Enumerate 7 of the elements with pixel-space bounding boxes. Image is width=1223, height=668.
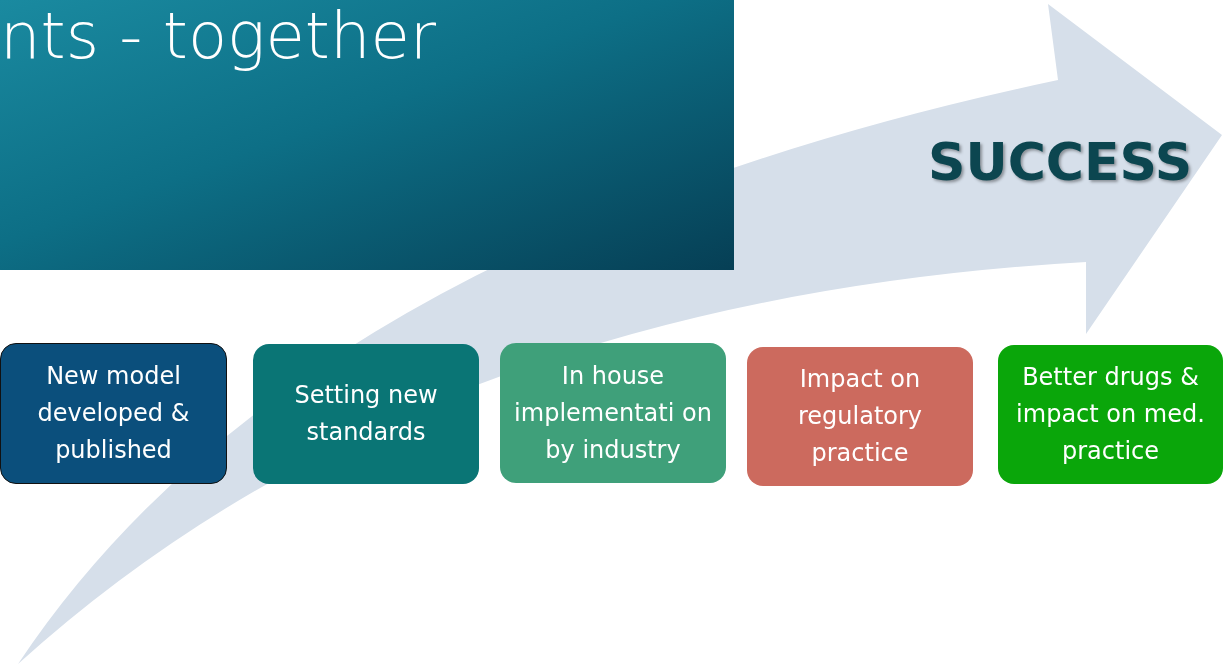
success-label: SUCCESS	[928, 132, 1193, 192]
process-box: Better drugs & impact on med. practice	[998, 345, 1223, 484]
process-box: New model developed & published	[0, 343, 227, 484]
process-box: In house implementati on by industry	[500, 343, 726, 483]
process-box: Impact on regulatory practice	[747, 347, 973, 486]
process-box: Setting new standards	[253, 344, 479, 484]
banner-title: nts - together	[0, 0, 437, 75]
